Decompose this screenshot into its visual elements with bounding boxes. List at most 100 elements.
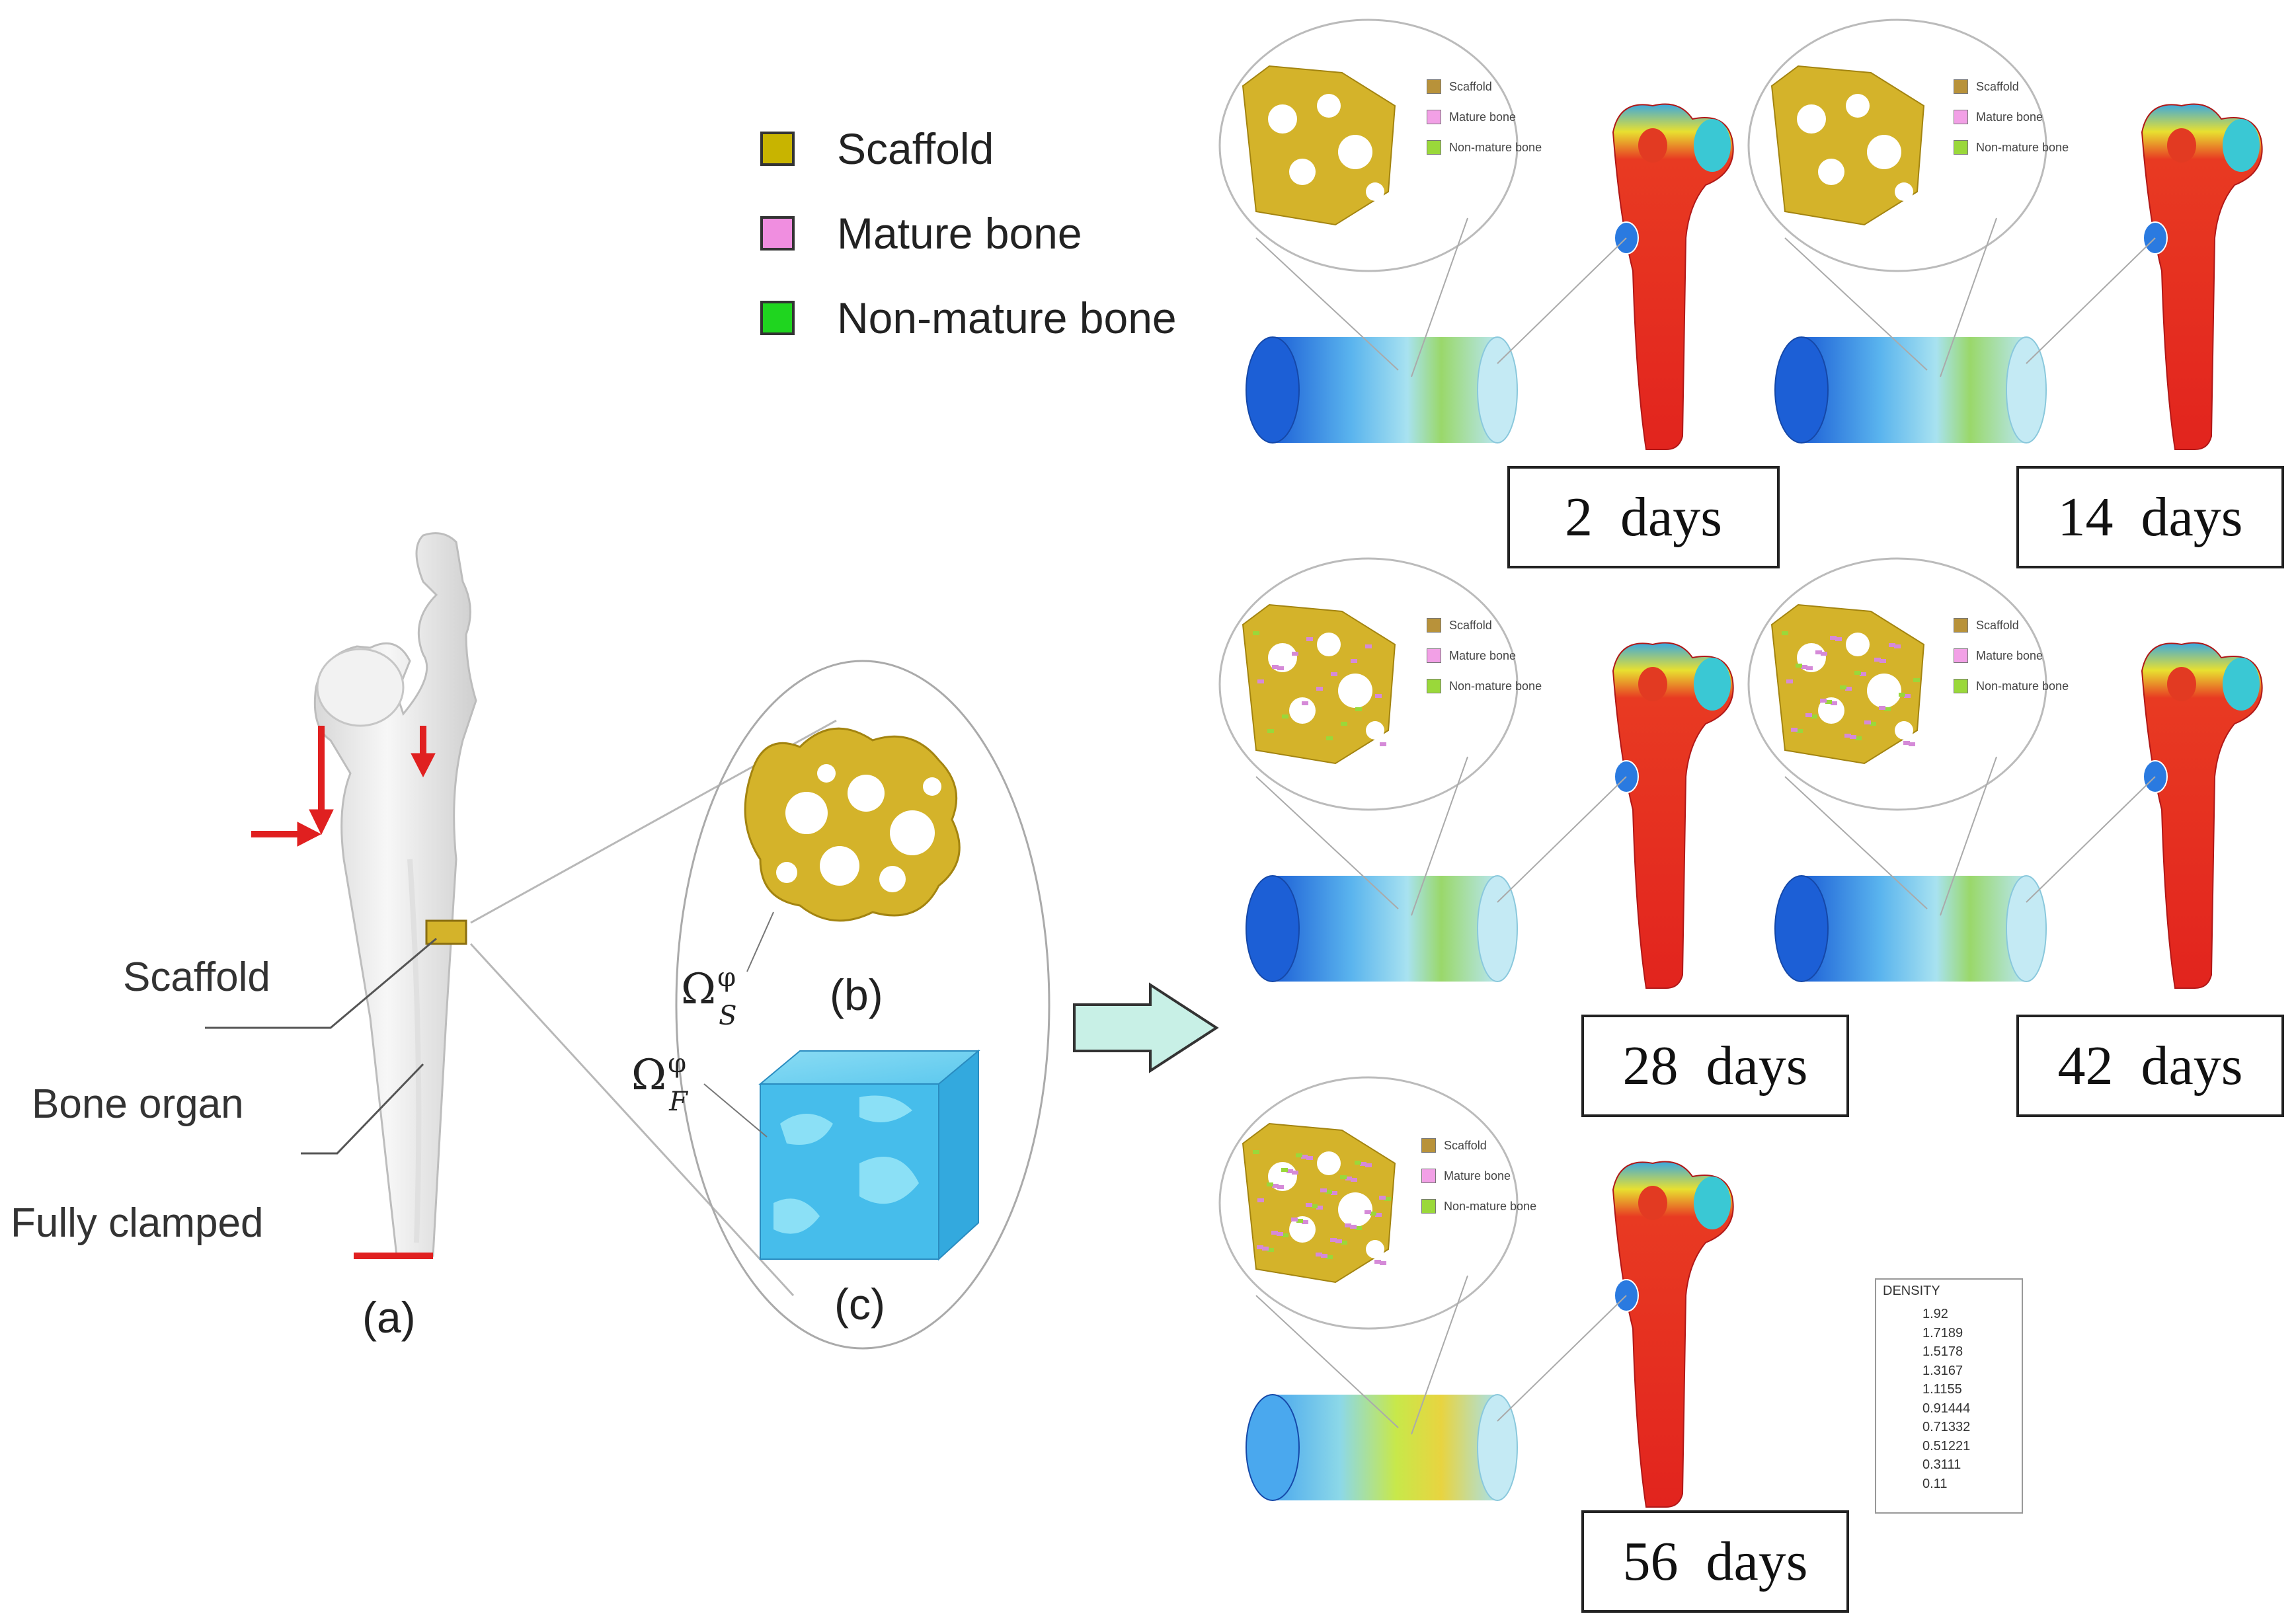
bone-speckle — [1257, 1198, 1264, 1202]
scaffold-pore — [1846, 633, 1870, 656]
femur-head-hotspot — [1638, 1186, 1667, 1220]
colorbar-tick-label: 1.3167 — [1922, 1363, 1963, 1378]
cylinder-body — [1801, 876, 2026, 982]
zoom-circle — [1747, 557, 2047, 811]
legend-swatch-scaffold — [760, 132, 795, 166]
result-panel-2 — [1218, 557, 1734, 989]
bone-speckle — [1864, 720, 1871, 724]
bone-speckle — [1306, 1156, 1313, 1160]
bone-speckle — [1316, 1253, 1322, 1257]
bone-speckle — [1320, 1188, 1327, 1192]
colorbar-tick-label: 1.92 — [1922, 1307, 1948, 1321]
timepoint-label: 14 days — [2057, 486, 2243, 548]
timepoint-label: 2 days — [1565, 486, 1722, 548]
omega-s-base: Ω — [681, 965, 717, 1014]
bone-speckle — [1375, 1213, 1382, 1217]
bone-speckle — [1341, 1241, 1347, 1245]
bone-speckle — [1282, 715, 1288, 718]
bone-speckle — [1374, 1260, 1381, 1264]
bone-speckle — [1801, 665, 1807, 669]
bone-speckle — [1379, 1196, 1386, 1200]
mini-legend-swatch — [1427, 79, 1441, 94]
femur-density-map — [1612, 1161, 1734, 1508]
result-panel-1 — [1747, 19, 2263, 450]
mini-legend-swatch — [1954, 618, 1968, 633]
scaffold-pore — [1338, 674, 1372, 708]
scaffold-pore — [1846, 94, 1870, 118]
timepoint-label: 28 days — [1622, 1035, 1808, 1097]
bone-speckle — [1815, 650, 1822, 654]
mini-legend-swatch — [1427, 110, 1441, 124]
legend-label: Scaffold — [837, 124, 994, 173]
scaffold-pore — [1317, 94, 1341, 118]
bone-speckle — [1370, 1212, 1376, 1216]
mini-legend-label: Non-mature bone — [1444, 1199, 1537, 1213]
colorbar-tick-label: 0.11 — [1922, 1476, 1948, 1491]
leader-lines — [205, 937, 437, 1155]
omega-f-base: Ω — [631, 1051, 667, 1100]
mini-legend-item: Non-mature bone — [1954, 140, 2069, 155]
scaffold-pore — [1338, 135, 1372, 169]
scaffold-pore — [1268, 104, 1297, 134]
zoom-circle — [1747, 19, 2047, 272]
legend-item-mature-bone: Mature bone — [760, 204, 1177, 263]
mini-legend-label: Mature bone — [1976, 648, 2043, 662]
bone-speckle — [1267, 1248, 1274, 1252]
legend: Scaffold Mature bone Non-mature bone — [760, 119, 1177, 373]
femur-head-hotspot — [1638, 667, 1667, 701]
fluid-cube — [758, 1049, 980, 1261]
cylinder-body — [1273, 876, 1497, 982]
mini-legend-swatch — [1954, 110, 1968, 124]
bone-speckle — [1880, 659, 1886, 663]
bone-speckle — [1844, 734, 1851, 738]
bone-speckle — [1860, 672, 1866, 676]
bone-speckle — [1894, 644, 1901, 648]
bone-speckle — [1913, 678, 1920, 682]
legend-swatch-mature-bone — [760, 216, 795, 251]
mini-legend-swatch — [1427, 140, 1441, 155]
scaffold-pore — [1895, 721, 1913, 740]
bone-speckle — [1321, 1254, 1327, 1258]
bone-speckle — [1340, 1175, 1347, 1179]
panel-b-caption: (b) — [830, 970, 883, 1019]
bone-speckle — [1277, 1185, 1284, 1189]
femur-density-map — [2141, 103, 2263, 450]
cylinder-body — [1273, 337, 1497, 443]
femur-trochanter-region — [2223, 658, 2260, 711]
scaffold-pore — [1867, 674, 1901, 708]
scaffold-pore — [1366, 182, 1384, 201]
results-grid — [1218, 19, 2263, 1508]
mini-legend-swatch — [1427, 648, 1441, 663]
bone-speckle — [1835, 637, 1842, 641]
bone-speckle — [1351, 1178, 1357, 1182]
femur-head-hotspot — [2167, 128, 2196, 163]
bone-speckle — [1257, 679, 1264, 683]
bone-speckle — [1306, 637, 1313, 641]
bone-speckle — [1350, 1225, 1357, 1229]
scaffold-pore — [1818, 697, 1844, 724]
bone-speckle — [1782, 631, 1788, 635]
scaffold-porous-structure — [744, 727, 961, 922]
bone-speckle — [1874, 658, 1881, 662]
scaffold-pore — [1289, 1216, 1316, 1243]
mini-legend-item: Scaffold — [1421, 1138, 1536, 1153]
bone-speckle — [1326, 736, 1333, 740]
colorbar-tick-label: 1.7189 — [1922, 1325, 1963, 1340]
mini-legend-label: Scaffold — [1976, 79, 2019, 93]
bone-speckle — [1341, 722, 1347, 726]
femur-density-map — [2141, 642, 2263, 989]
scaffold-pore — [1338, 1192, 1372, 1227]
bone-speckle — [1825, 700, 1832, 704]
bone-speckle — [1854, 671, 1861, 675]
timepoint-box-28-days: 28 days — [1581, 1015, 1849, 1117]
bone-speckle — [1380, 742, 1386, 746]
scaffold-block — [1242, 603, 1396, 765]
legend-label: Mature bone — [837, 209, 1082, 258]
bone-speckle — [1351, 659, 1357, 663]
femur-trochanter-region — [1694, 1177, 1731, 1229]
scaffold-pore — [1366, 1240, 1384, 1258]
bone-speckle — [1301, 1155, 1308, 1159]
